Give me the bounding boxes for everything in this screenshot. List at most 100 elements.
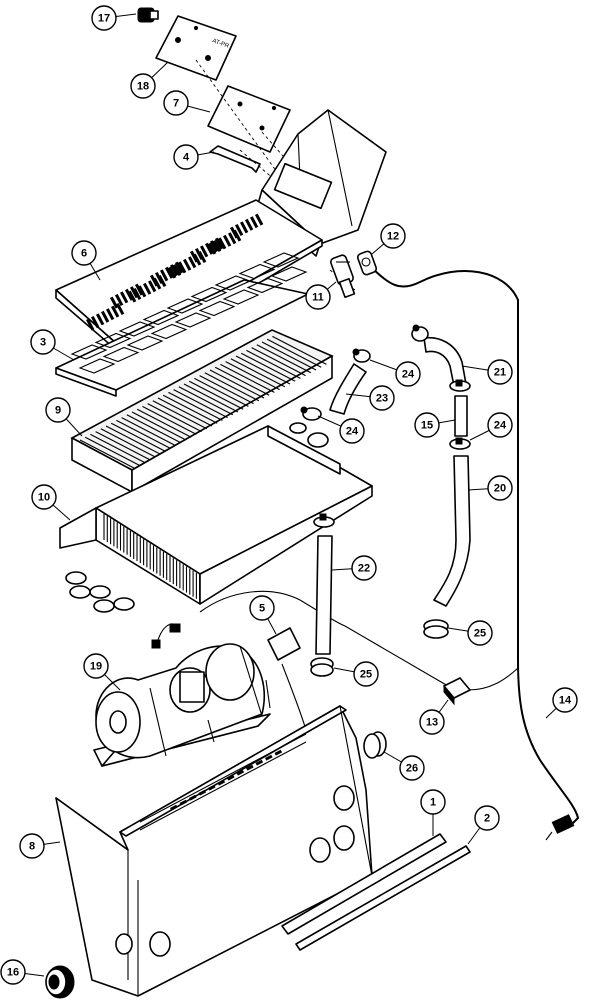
filter-pleat [147,403,202,433]
callout-number: 1 [430,797,436,809]
pad-cell [190,286,228,303]
grille-slot [168,266,177,279]
callout-part-10: 10 [31,484,71,521]
grille-slot [96,313,105,326]
filter-pleat [246,349,301,379]
grille-slot [125,288,134,301]
callout-number: 14 [559,695,572,707]
filter-pleat [188,380,244,410]
filter-pleat [90,433,145,463]
callout-number: 2 [484,813,490,825]
callout-part-17: 17 [91,5,137,31]
filter-pleat [95,431,150,461]
callout-circle [83,653,109,679]
air-filter [70,329,334,493]
filter-pleat [230,358,286,388]
filter-pleat [183,383,239,413]
control-knob [45,965,75,999]
grille-slot [190,250,199,263]
grille-slot [240,221,249,234]
callout-part-12: 12 [371,223,406,255]
callout-part-5: 5 [249,595,277,635]
grille-slots [86,213,264,331]
callout-part-26: 26 [383,751,425,781]
grille-slot [173,263,182,276]
callout-circle [351,555,377,581]
callout-number: 3 [40,337,46,349]
housing-louver [265,754,273,761]
callout-circle [552,687,578,713]
power-cord-plug [545,814,575,841]
grille-slot [213,239,222,252]
grommet-25-left [310,657,334,677]
heater-housing [55,705,373,997]
housing-louver [236,769,245,776]
callout-circle [419,709,445,735]
pad-cell [142,309,180,326]
callout-part-7: 7 [163,90,211,116]
control-plate: AT-PR [155,15,237,81]
callout-part-21: 21 [461,359,513,385]
callout-number: 4 [183,152,190,164]
callout-part-24b: 24 [317,415,365,444]
filter-pleat [240,352,296,382]
grille-slot [208,242,217,255]
callout-number: 16 [7,967,19,979]
svg-text:AT-PR: AT-PR [211,38,230,50]
grille-slot [129,286,139,299]
callout-circle [395,361,421,387]
filter-pleat [142,405,197,435]
pad-cell [222,289,260,305]
callout-circle [487,359,513,385]
callout-circle [173,144,199,170]
trim-strip-2 [295,845,471,951]
grille-slot [215,237,224,250]
hose-connector-15 [454,395,468,437]
housing-louver [179,799,188,806]
callout-part-9: 9 [45,397,83,437]
grille-slot [101,310,110,323]
housing-louver [217,779,226,786]
grille-slot [250,216,259,229]
callout-number: 24 [346,426,359,438]
grille-slot [195,247,204,260]
filter-pleat [209,369,265,399]
callout-number: 7 [173,98,179,110]
pad-cell [166,298,204,314]
filter-pleat [199,375,254,405]
callout-number: 5 [259,603,265,615]
housing-louver [245,764,254,771]
heater-core-inlet [289,422,307,434]
filter-pleat [84,436,140,466]
housing-louver [170,804,178,811]
callout-circle [414,412,440,438]
thermostat-knob [137,7,159,23]
filter-pleat [261,341,317,371]
callout-circle [130,73,156,99]
callout-number: 25 [360,669,372,681]
hose-23 [329,363,367,415]
callout-circle [380,223,406,249]
callout-circle [45,397,71,423]
cover-plate [207,85,291,153]
callout-number: 21 [494,367,506,379]
hose-21-elbow [423,336,467,387]
callout-part-24a: 24 [369,359,421,387]
filter-pleat [256,344,312,374]
callout-part-25a: 25 [447,620,493,646]
callout-circle [474,805,500,831]
callout-circle [71,240,97,266]
grille-slot [255,213,264,226]
callout-circle [30,329,56,355]
grille-slot [223,234,232,247]
hose-clamp-top [352,348,371,363]
pad-cell [238,263,276,280]
callout-circle [420,789,446,815]
filter-pleat [110,422,166,452]
pad-cell [174,312,212,328]
callout-number: 11 [312,292,324,304]
filter-pleat [194,377,249,407]
grille-slot [143,282,152,295]
pad-cell [70,344,108,360]
